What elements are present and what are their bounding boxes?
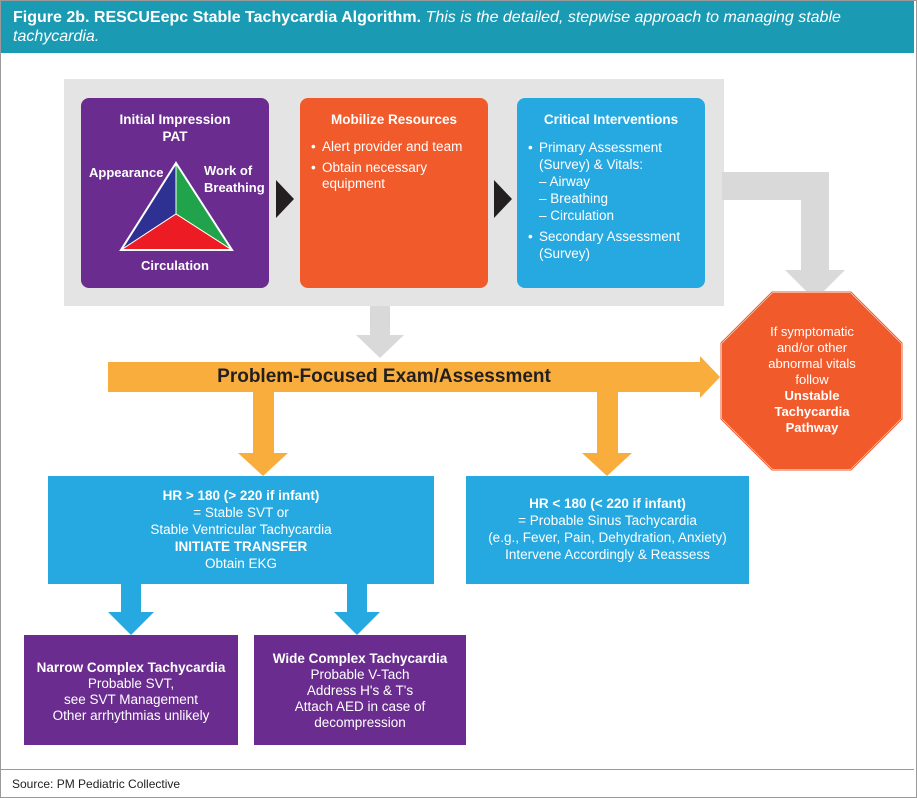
- blue-arrow-down-left: [108, 584, 154, 635]
- critical-title: Critical Interventions: [543, 112, 679, 127]
- gray-arrow-down: [356, 306, 404, 358]
- orange-arrow-down-right: [582, 392, 632, 476]
- figure-header: Figure 2b. RESCUEepc Stable Tachycardia …: [1, 1, 914, 53]
- source-credit: Source: PM Pediatric Collective: [12, 777, 181, 791]
- header-text: Figure 2b. RESCUEepc Stable Tachycardia …: [13, 8, 908, 46]
- pat-label-circulation: Circulation: [141, 258, 209, 273]
- hr-high-text: HR > 180 (> 220 if infant) = Stable SVT …: [150, 488, 332, 571]
- stop-sign-outline: [720, 291, 903, 471]
- wide-complex-box: [254, 635, 466, 745]
- hr-low-box: [466, 476, 749, 584]
- figure-label: Figure 2b. RESCUEepc Stable Tachycardia …: [13, 9, 422, 26]
- initial-impression-title: Initial Impression PAT: [119, 112, 231, 144]
- gray-arrow-to-stop: [722, 172, 845, 300]
- mobilize-title: Mobilize Resources: [330, 112, 458, 127]
- pat-triangle-outline: [119, 161, 234, 251]
- orange-arrow-horizontal: [108, 356, 720, 398]
- source-divider: [1, 769, 914, 770]
- chevron-right-icon: [276, 180, 294, 218]
- critical-list: •Primary Assessment(Survey) & Vitals: – …: [528, 140, 681, 261]
- pat-label-appearance: Appearance: [89, 165, 164, 180]
- mobilize-resources-box: [300, 98, 488, 288]
- hr-low-text: HR < 180 (< 220 if infant) = Probable Si…: [488, 496, 727, 562]
- stop-sign-text: If symptomatic and/or other abnormal vit…: [768, 324, 856, 435]
- critical-interventions-box: [517, 98, 705, 288]
- narrow-complex-box: [24, 635, 238, 745]
- orange-arrow-down-left: [238, 392, 288, 476]
- blue-arrow-down-right: [334, 584, 380, 635]
- pat-label-work-of-breathing: Work of Breathing: [204, 163, 265, 195]
- wide-complex-text: Wide Complex Tachycardia Probable V-Tach…: [272, 651, 448, 730]
- problem-focused-label: Problem-Focused Exam/Assessment: [217, 366, 551, 387]
- chevron-right-icon: [494, 180, 512, 218]
- mobilize-list: •Alert provider and team •Obtain necessa…: [311, 139, 463, 191]
- narrow-complex-text: Narrow Complex Tachycardia Probable SVT,…: [36, 660, 226, 723]
- hr-high-box: [48, 476, 434, 584]
- figure-description: This is the detailed, stepwise approach …: [13, 9, 841, 45]
